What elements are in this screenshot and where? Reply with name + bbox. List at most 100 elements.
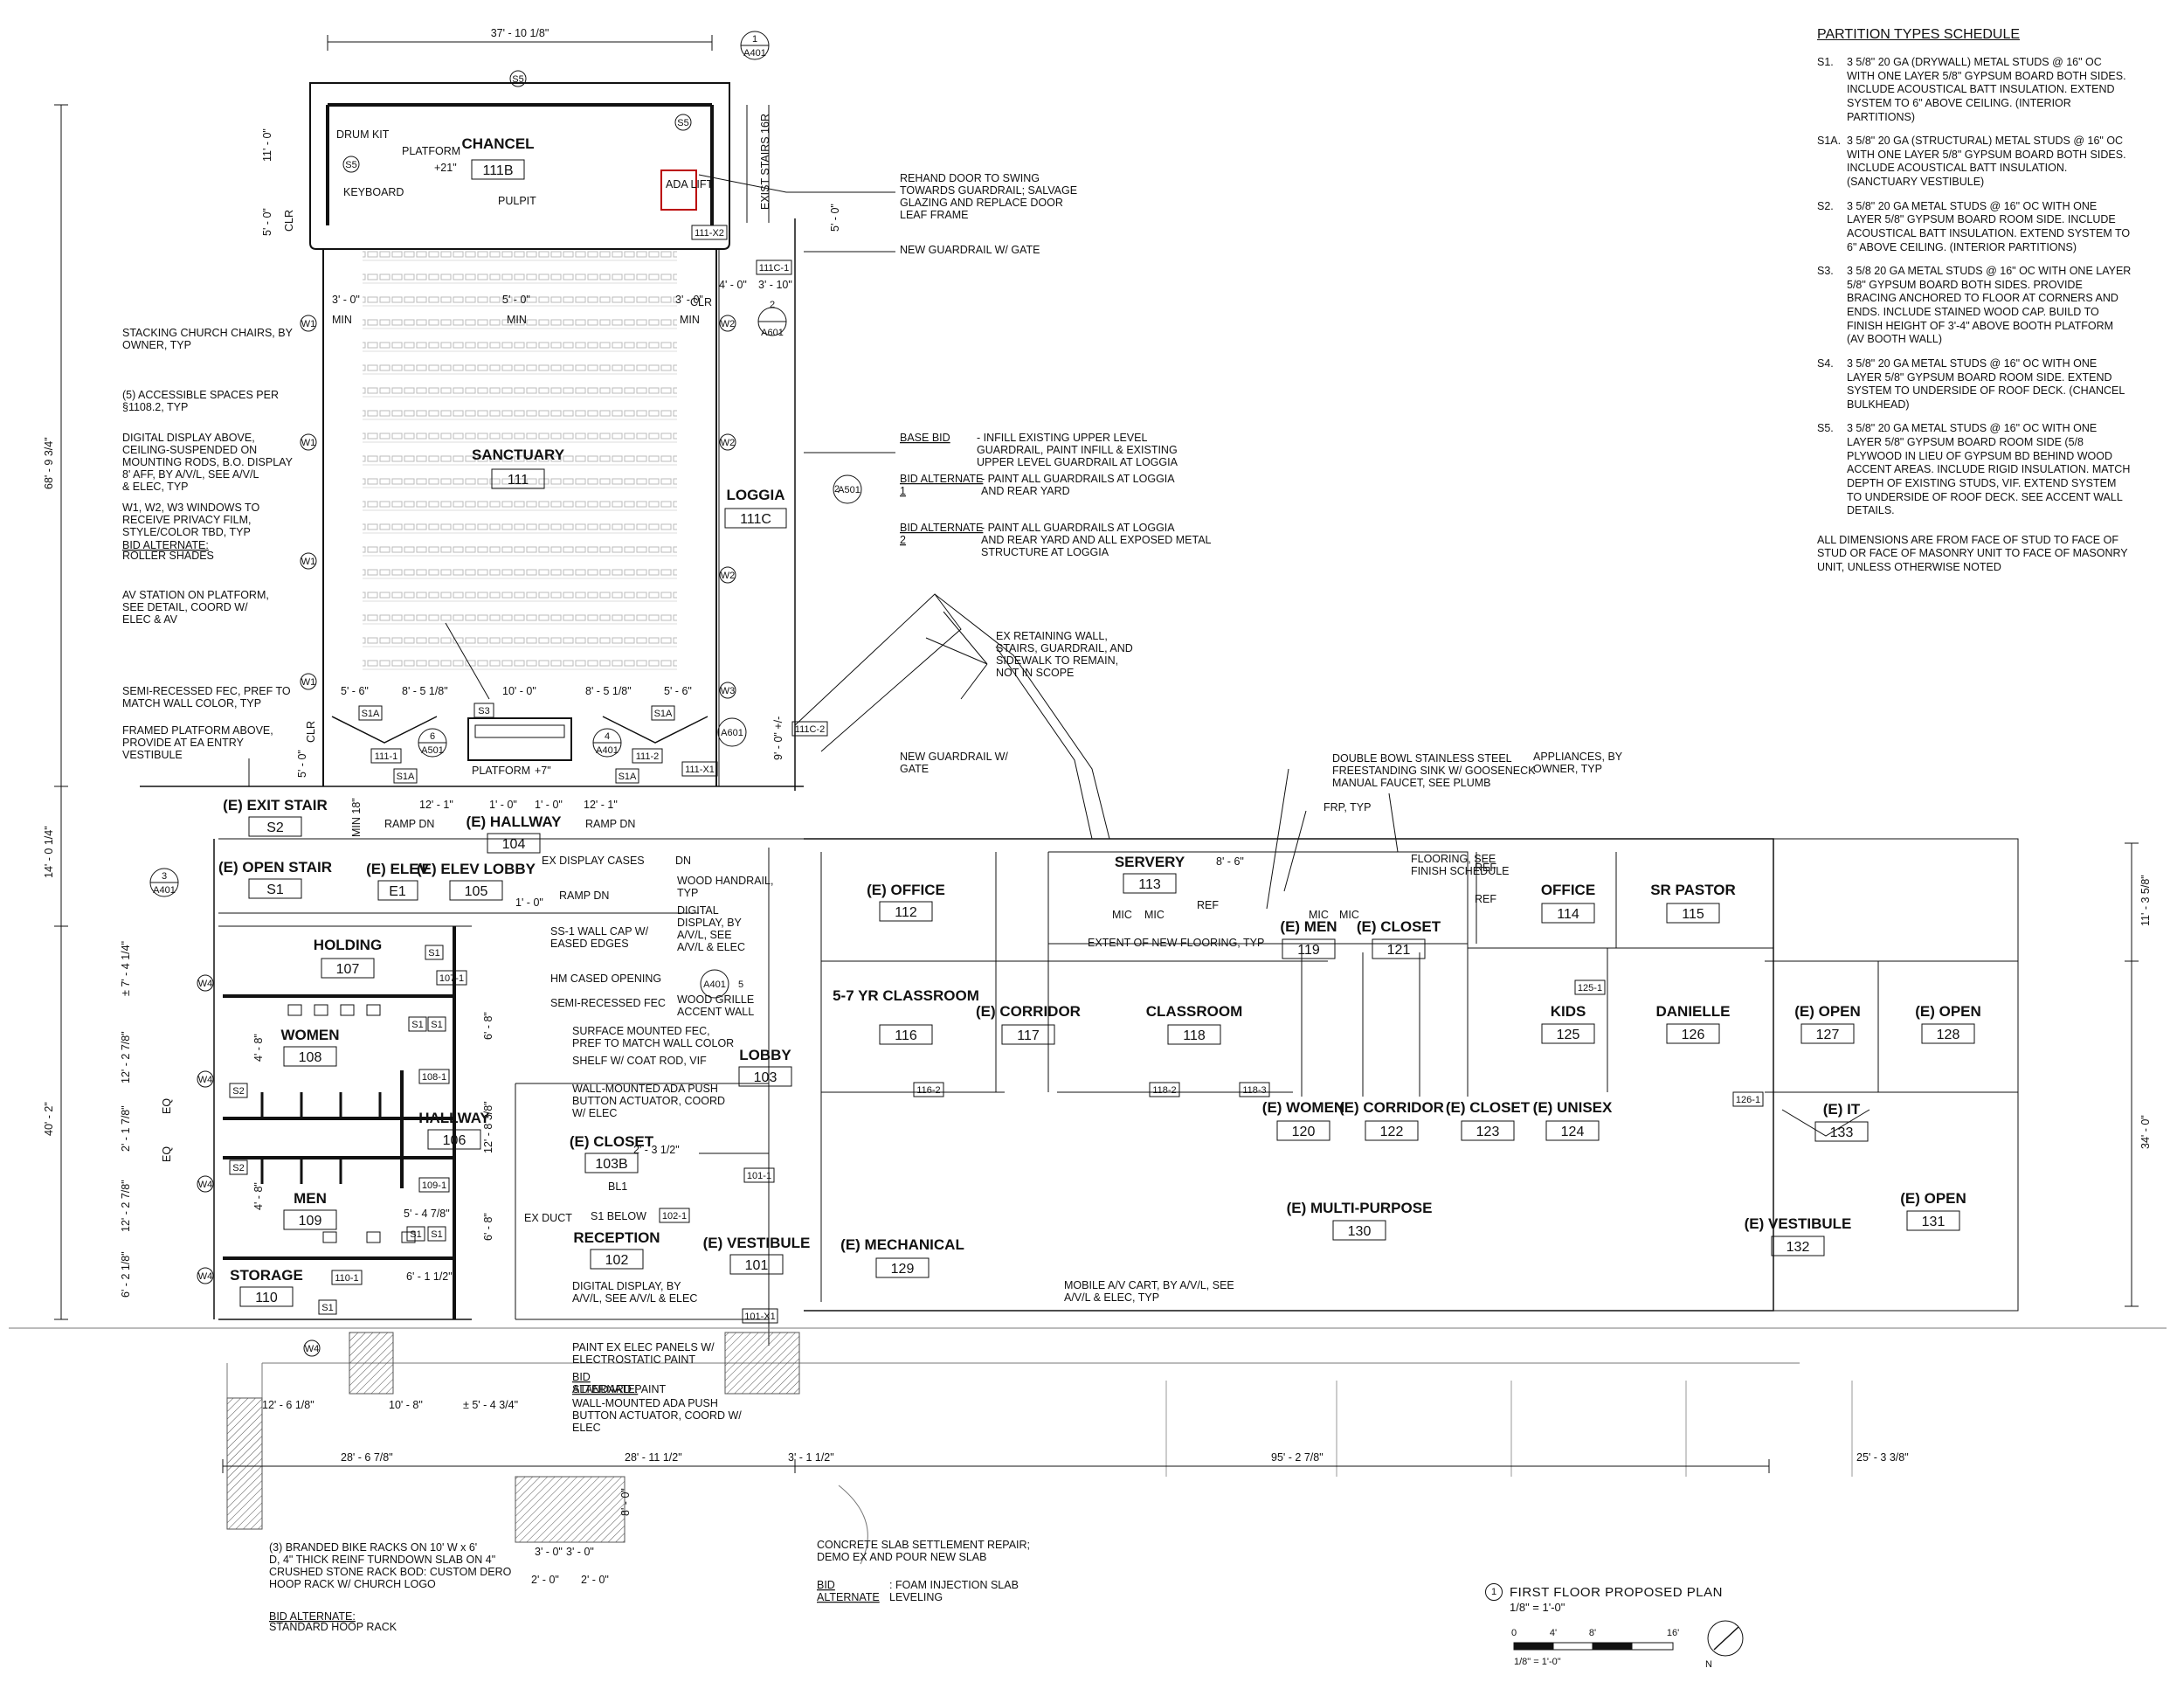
annotation-note: HM CASED OPENING bbox=[550, 973, 661, 985]
room-number: E1 bbox=[389, 884, 406, 899]
svg-text:W3: W3 bbox=[721, 686, 736, 696]
annotation-note: SEMI-RECESSED FEC bbox=[550, 997, 666, 1009]
room-number: 103 bbox=[754, 1070, 778, 1085]
window-tag: W4 bbox=[197, 1267, 214, 1284]
svg-text:S1A: S1A bbox=[362, 709, 380, 719]
dimension: 95' - 2 7/8" bbox=[1271, 1451, 1324, 1464]
room-number: 117 bbox=[1017, 1028, 1040, 1043]
door-tag: 107-1 bbox=[436, 970, 467, 986]
booth-platform-label: PLATFORM bbox=[472, 765, 530, 777]
svg-text:S1A: S1A bbox=[619, 772, 637, 782]
mic-label: MIC bbox=[1339, 909, 1359, 921]
door-tag: 111-2 bbox=[632, 748, 663, 764]
svg-text:110-1: 110-1 bbox=[335, 1273, 358, 1284]
svg-text:W4: W4 bbox=[198, 1180, 213, 1190]
schedule-item: S5.3 5/8" 20 GA METAL STUDS @ 16" OC WIT… bbox=[1817, 422, 2132, 517]
annotation-note: DIGITAL DISPLAY ABOVE,CEILING-SUSPENDED … bbox=[122, 432, 294, 493]
dimension: 37' - 10 1/8" bbox=[491, 27, 549, 39]
annotation-note: NEW GUARDRAIL W/ GATE bbox=[900, 244, 1040, 256]
room-name: STORAGE bbox=[230, 1267, 303, 1284]
svg-text:3: 3 bbox=[162, 871, 167, 882]
annotation-note: (3) BRANDED BIKE RACKS ON 10' W x 6'D, 4… bbox=[269, 1541, 512, 1590]
walls bbox=[9, 35, 2167, 1657]
annotation-note: SHELF W/ COAT ROD, VIF bbox=[572, 1055, 707, 1067]
svg-text:1: 1 bbox=[752, 34, 757, 45]
door-tag: 125-1 bbox=[1574, 979, 1606, 995]
partition-tag: S5 bbox=[342, 156, 360, 173]
door-tag: 111C-1 bbox=[756, 260, 792, 275]
scale-bar: 0 4' 8' 16' 1/8" = 1'-0" N bbox=[1511, 1628, 1712, 1670]
leader-lines bbox=[248, 174, 1399, 945]
dimension: 12' - 2 7/8" bbox=[120, 1180, 132, 1232]
drawing-title-block: 1 FIRST FLOOR PROPOSED PLAN 1/8" = 1'-0" bbox=[1485, 1583, 1817, 1614]
door-tag: 111-X1 bbox=[681, 761, 718, 777]
dimension: 3' - 0" bbox=[535, 1546, 563, 1558]
svg-text:111C-1: 111C-1 bbox=[759, 263, 789, 273]
north-arrow-label: N bbox=[1705, 1659, 1712, 1670]
dimension: 4' - 8" bbox=[252, 1182, 265, 1210]
clr-label: CLR bbox=[283, 210, 295, 232]
room-number: 132 bbox=[1787, 1240, 1810, 1255]
dimension: 2' - 0" bbox=[581, 1574, 609, 1586]
dimension: 3' - 0" bbox=[332, 294, 360, 306]
dimension: 4' - 8" bbox=[252, 1034, 265, 1062]
svg-text:101-1: 101-1 bbox=[747, 1171, 771, 1181]
svg-text:S1: S1 bbox=[431, 1020, 442, 1030]
dimensions: 37' - 10 1/8" 11' - 0" 5' - 0" 5' - 0" 4… bbox=[43, 27, 2152, 1586]
room-name: KIDS bbox=[1551, 1003, 1586, 1020]
schedule-title: PARTITION TYPES SCHEDULE bbox=[1817, 27, 2021, 42]
schedule-general-note: ALL DIMENSIONS ARE FROM FACE OF STUD TO … bbox=[1817, 533, 2128, 573]
room-name: MEN bbox=[294, 1190, 327, 1207]
room-name: DANIELLE bbox=[1656, 1003, 1731, 1020]
room-name: (E) VESTIBULE bbox=[1745, 1215, 1852, 1232]
annotation-note: BASE BID bbox=[900, 432, 950, 444]
annotation-note: EXTENT OF NEW FLOORING, TYP bbox=[1088, 937, 1264, 949]
display-cases-label: EX DISPLAY CASES bbox=[542, 855, 645, 867]
svg-text:S1A: S1A bbox=[654, 709, 673, 719]
svg-text:111C-2: 111C-2 bbox=[795, 724, 825, 735]
schedule-item-code: S4. bbox=[1817, 356, 1834, 370]
window-tag: W4 bbox=[197, 1070, 214, 1088]
schedule-item: S4.3 5/8" 20 GA METAL STUDS @ 16" OC WIT… bbox=[1817, 357, 2132, 412]
dimension: ± 7' - 4 1/4" bbox=[120, 941, 132, 996]
mic-label: MIC bbox=[1144, 909, 1165, 921]
svg-text:4': 4' bbox=[1550, 1628, 1557, 1638]
room-name: (E) HALLWAY bbox=[467, 813, 563, 830]
dimension: 5' - 6" bbox=[664, 685, 692, 697]
svg-text:109-1: 109-1 bbox=[422, 1180, 446, 1191]
partition-tag: S2 bbox=[229, 1083, 248, 1098]
ref-label: REF bbox=[1475, 893, 1496, 905]
svg-text:S1: S1 bbox=[410, 1229, 421, 1240]
room-name: (E) OPEN bbox=[1915, 1003, 1981, 1020]
room-name: CLASSROOM bbox=[1146, 1003, 1243, 1020]
room-name: (E) OFFICE bbox=[867, 882, 945, 898]
room-number: 103B bbox=[595, 1157, 627, 1172]
dimension: 5' - 0" bbox=[829, 204, 841, 232]
svg-text:A601: A601 bbox=[761, 328, 784, 338]
schedule-item: S2.3 5/8" 20 GA METAL STUDS @ 16" OC WIT… bbox=[1817, 200, 2132, 255]
dimension: 8' - 5 1/8" bbox=[585, 685, 632, 697]
tags: S5 S5 S5 W1 W1 W1 W1 W2 W2 W2 W3 W4 W4 W… bbox=[197, 70, 1764, 1357]
door-tag: 126-1 bbox=[1732, 1091, 1764, 1107]
mic-label: MIC bbox=[1309, 909, 1329, 921]
min-label: MIN bbox=[332, 314, 352, 326]
door-tag: 109-1 bbox=[418, 1177, 450, 1193]
annotation-note: FRAMED PLATFORM ABOVE,PROVIDE AT EA ENTR… bbox=[122, 724, 273, 761]
svg-text:W2: W2 bbox=[721, 438, 736, 448]
svg-text:W1: W1 bbox=[301, 557, 316, 567]
